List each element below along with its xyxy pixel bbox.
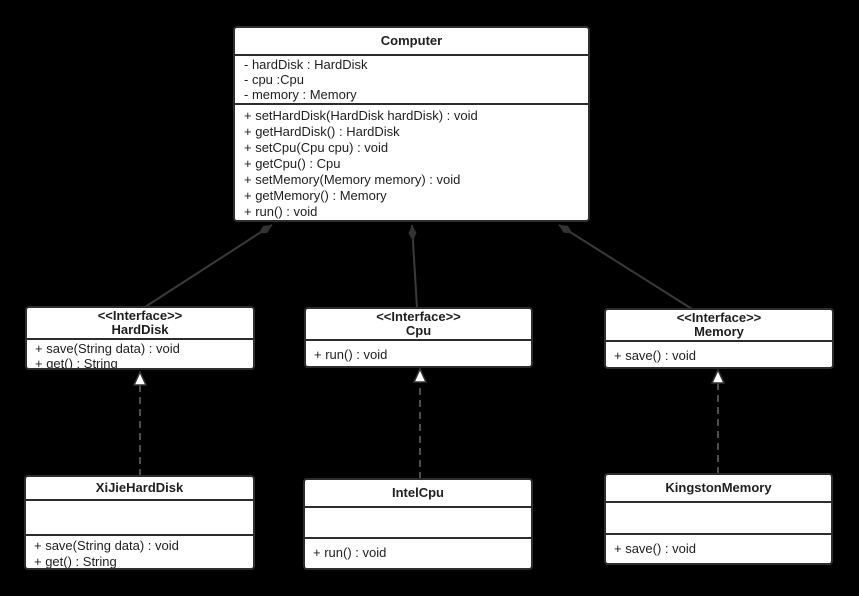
class-box-kingstonmemory: KingstonMemory + save() : void bbox=[604, 473, 833, 565]
interface-stereotype: <<Interface>> bbox=[376, 309, 461, 324]
composition-link-cpu-computer bbox=[408, 224, 418, 309]
interface-box-harddisk: <<Interface>> HardDisk + save(String dat… bbox=[25, 306, 255, 370]
method-line: + setHardDisk(HardDisk hardDisk) : void bbox=[244, 108, 478, 123]
method-line: + setCpu(Cpu cpu) : void bbox=[244, 140, 389, 155]
interface-name-cpu: Cpu bbox=[405, 323, 432, 338]
methods-compartment-harddisk: + save(String data) : void + get() : Str… bbox=[27, 340, 253, 368]
interface-box-cpu: <<Interface>> Cpu + run() : void bbox=[304, 307, 533, 368]
method-line: + getMemory() : Memory bbox=[244, 188, 387, 203]
attributes-compartment-empty bbox=[606, 503, 831, 535]
method-line: + run() : void bbox=[313, 545, 387, 560]
interface-name-memory: Memory bbox=[694, 324, 744, 339]
interface-stereotype: <<Interface>> bbox=[97, 308, 183, 323]
attributes-compartment-empty bbox=[305, 508, 531, 539]
attribute-line: - memory : Memory bbox=[244, 87, 357, 102]
attributes-compartment-computer: - hardDisk : HardDisk - cpu :Cpu - memor… bbox=[235, 56, 588, 105]
class-box-intelcpu: IntelCpu + run() : void bbox=[303, 478, 533, 570]
methods-compartment-cpu: + run() : void bbox=[306, 341, 531, 366]
class-title-intelcpu: IntelCpu bbox=[305, 480, 531, 508]
interface-header-cpu: <<Interface>> Cpu bbox=[306, 309, 531, 341]
method-line: + run() : void bbox=[314, 347, 388, 362]
methods-compartment-kingstonmemory: + save() : void bbox=[606, 535, 831, 563]
method-line: + getHardDisk() : HardDisk bbox=[244, 124, 400, 139]
composition-link-memory-computer bbox=[558, 224, 693, 310]
methods-compartment-intelcpu: + run() : void bbox=[305, 539, 531, 568]
attributes-compartment-empty bbox=[26, 501, 253, 536]
class-title-computer: Computer bbox=[235, 28, 588, 56]
interface-name-harddisk: HardDisk bbox=[111, 322, 169, 337]
methods-compartment-xijieharddisk: + save(String data) : void + get() : Str… bbox=[26, 536, 253, 568]
method-line: + get() : String bbox=[34, 554, 117, 568]
method-line: + save(String data) : void bbox=[35, 341, 180, 356]
methods-compartment-computer: + setHardDisk(HardDisk hardDisk) : void … bbox=[235, 105, 588, 220]
attribute-line: - hardDisk : HardDisk bbox=[244, 57, 368, 72]
attribute-line: - cpu :Cpu bbox=[244, 72, 304, 87]
interface-stereotype: <<Interface>> bbox=[676, 310, 762, 325]
method-line: + save() : void bbox=[614, 348, 697, 363]
interface-header-harddisk: <<Interface>> HardDisk bbox=[27, 308, 253, 340]
method-line: + run() : void bbox=[244, 204, 318, 219]
method-line: + setMemory(Memory memory) : void bbox=[244, 172, 461, 187]
method-line: + getCpu() : Cpu bbox=[244, 156, 341, 171]
method-line: + get() : String bbox=[35, 356, 118, 368]
interface-box-memory: <<Interface>> Memory + save() : void bbox=[604, 308, 834, 369]
methods-compartment-memory: + save() : void bbox=[606, 342, 832, 367]
class-title-xijieharddisk: XiJieHardDisk bbox=[26, 477, 253, 501]
method-line: + save() : void bbox=[614, 541, 697, 556]
class-title-kingstonmemory: KingstonMemory bbox=[606, 475, 831, 503]
method-line: + save(String data) : void bbox=[34, 538, 179, 553]
class-box-computer: Computer - hardDisk : HardDisk - cpu :Cp… bbox=[233, 26, 590, 222]
class-box-xijieharddisk: XiJieHardDisk + save(String data) : void… bbox=[24, 475, 255, 570]
composition-link-harddisk-computer bbox=[144, 224, 273, 308]
interface-header-memory: <<Interface>> Memory bbox=[606, 310, 832, 342]
